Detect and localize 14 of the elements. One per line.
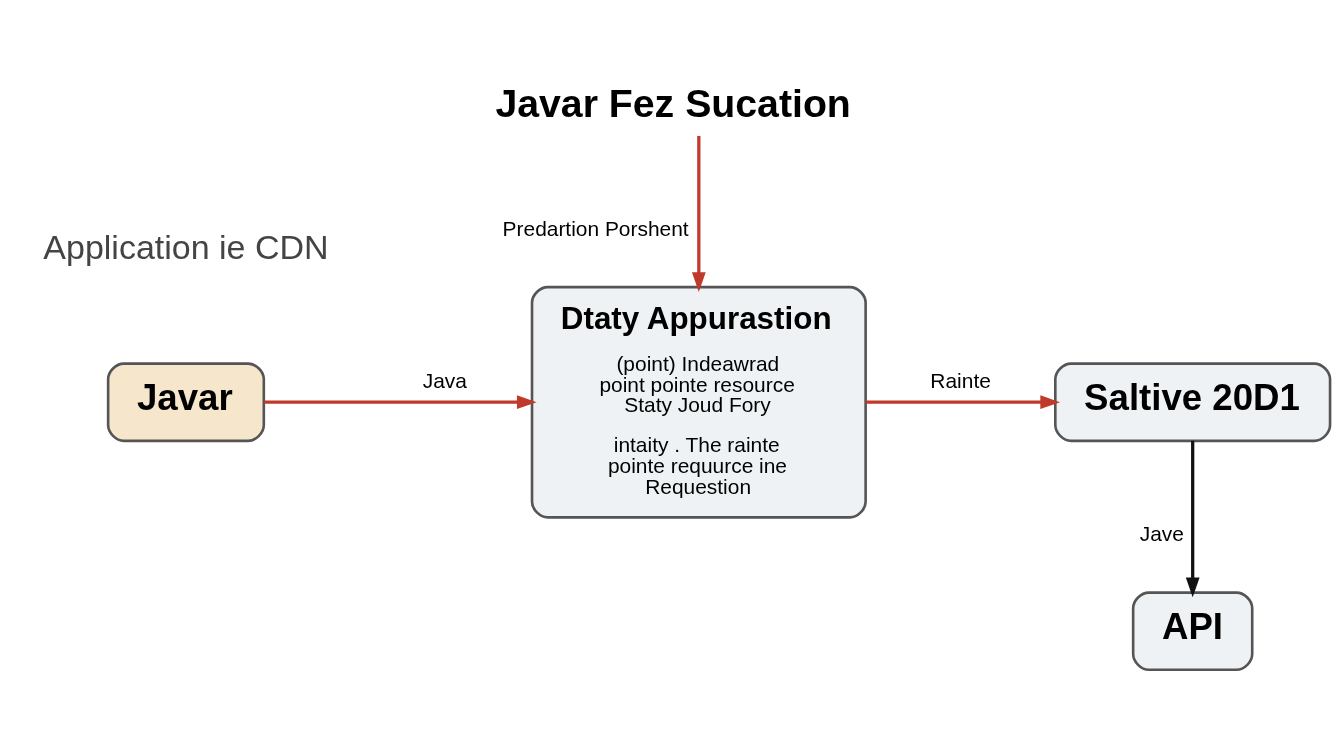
edge-label: Rainte [930,368,991,392]
edge-label: Jave [1139,521,1184,545]
arrow [1185,440,1200,597]
arrow [264,394,537,409]
node-box: Javar [106,361,266,442]
label: Application ie CDN [43,227,329,266]
arrow [865,394,1060,409]
edge-label: Java [422,368,467,392]
arrow [691,135,706,292]
edge-label: Predartion Porshent [502,216,689,240]
node-box: Dtaty Appurastion (point) Indeawrad point pointe resource Staty Joud Fory intaity . The rainte pointe requurce ine Requestion [530,285,867,519]
diagram-title: Javar Fez Sucation [495,80,851,125]
node-box: Saltive 20D1 [1054,361,1332,442]
node-box: API [1131,590,1254,671]
